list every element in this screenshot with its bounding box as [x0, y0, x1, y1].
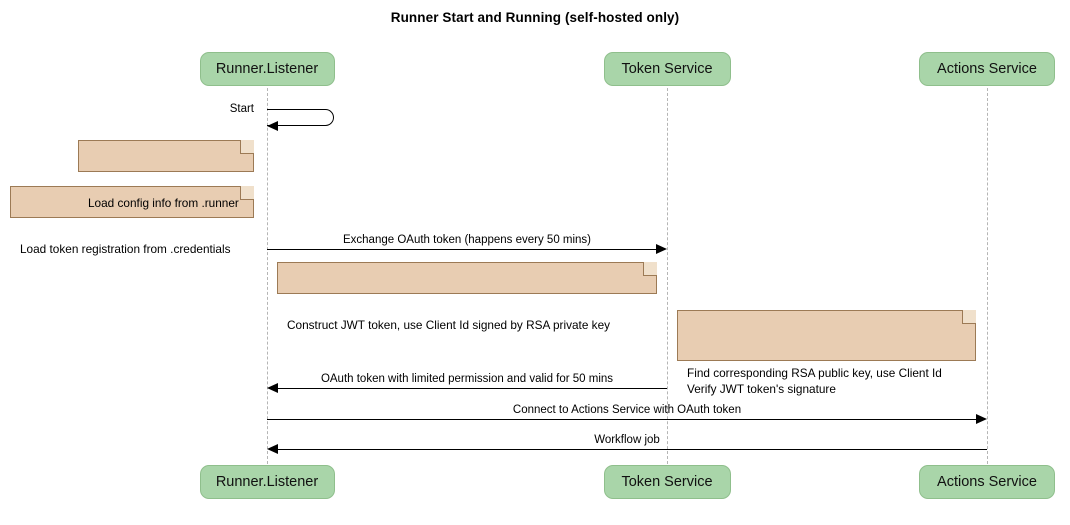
note-fold-icon [240, 140, 254, 154]
participant-token-service-top[interactable]: Token Service [603, 52, 731, 86]
note-fold-icon [240, 186, 254, 200]
participant-actions-service-top[interactable]: Actions Service [919, 52, 1055, 86]
participant-label: Actions Service [937, 474, 1037, 490]
note-text: Load token registration from .credential… [20, 242, 231, 256]
participant-runner-listener-bottom[interactable]: Runner.Listener [199, 465, 335, 499]
message-line-connect-actions[interactable] [267, 419, 976, 420]
participant-label: Runner.Listener [215, 61, 319, 77]
note-load-token-registration: Load token registration from .credential… [10, 186, 254, 256]
note-construct-jwt: Construct JWT token, use Client Id signe… [277, 262, 657, 332]
message-label-workflow-job: Workflow job [594, 434, 660, 446]
participant-actions-service-bottom[interactable]: Actions Service [919, 465, 1055, 499]
note-fold-icon [643, 262, 657, 276]
note-text: Find corresponding RSA public key, use C… [687, 366, 942, 396]
arrowhead-exchange-oauth [656, 244, 667, 254]
participant-label: Token Service [621, 474, 713, 490]
message-start-self-loop[interactable] [267, 109, 334, 126]
note-text: Construct JWT token, use Client Id signe… [287, 318, 611, 332]
message-line-exchange-oauth[interactable] [267, 249, 656, 250]
note-text: Load config info from .runner [88, 196, 239, 210]
page-title: Runner Start and Running (self-hosted on… [390, 10, 680, 25]
participant-label: Token Service [621, 61, 713, 77]
message-label-connect-actions: Connect to Actions Service with OAuth to… [512, 404, 742, 416]
arrowhead-connect-actions [976, 414, 987, 424]
message-label-oauth-return: OAuth token with limited permission and … [320, 373, 614, 385]
lifeline-token-service [667, 88, 668, 464]
note-load-config: Load config info from .runner [78, 140, 254, 210]
participant-label: Runner.Listener [215, 474, 319, 490]
participant-label: Actions Service [937, 61, 1037, 77]
note-verify-jwt: Find corresponding RSA public key, use C… [677, 310, 976, 396]
participant-token-service-bottom[interactable]: Token Service [603, 465, 731, 499]
lifeline-runner-listener [267, 88, 268, 464]
message-label-start: Start [229, 103, 254, 115]
participant-runner-listener-top[interactable]: Runner.Listener [199, 52, 335, 86]
arrowhead-workflow-job [267, 444, 278, 454]
note-fold-icon [962, 310, 976, 324]
lifeline-actions-service [987, 88, 988, 464]
arrowhead-oauth-return [267, 383, 278, 393]
message-line-workflow-job[interactable] [278, 449, 987, 450]
message-line-oauth-return[interactable] [278, 388, 667, 389]
arrowhead-start [267, 121, 278, 131]
message-label-exchange-oauth: Exchange OAuth token (happens every 50 m… [342, 234, 592, 246]
